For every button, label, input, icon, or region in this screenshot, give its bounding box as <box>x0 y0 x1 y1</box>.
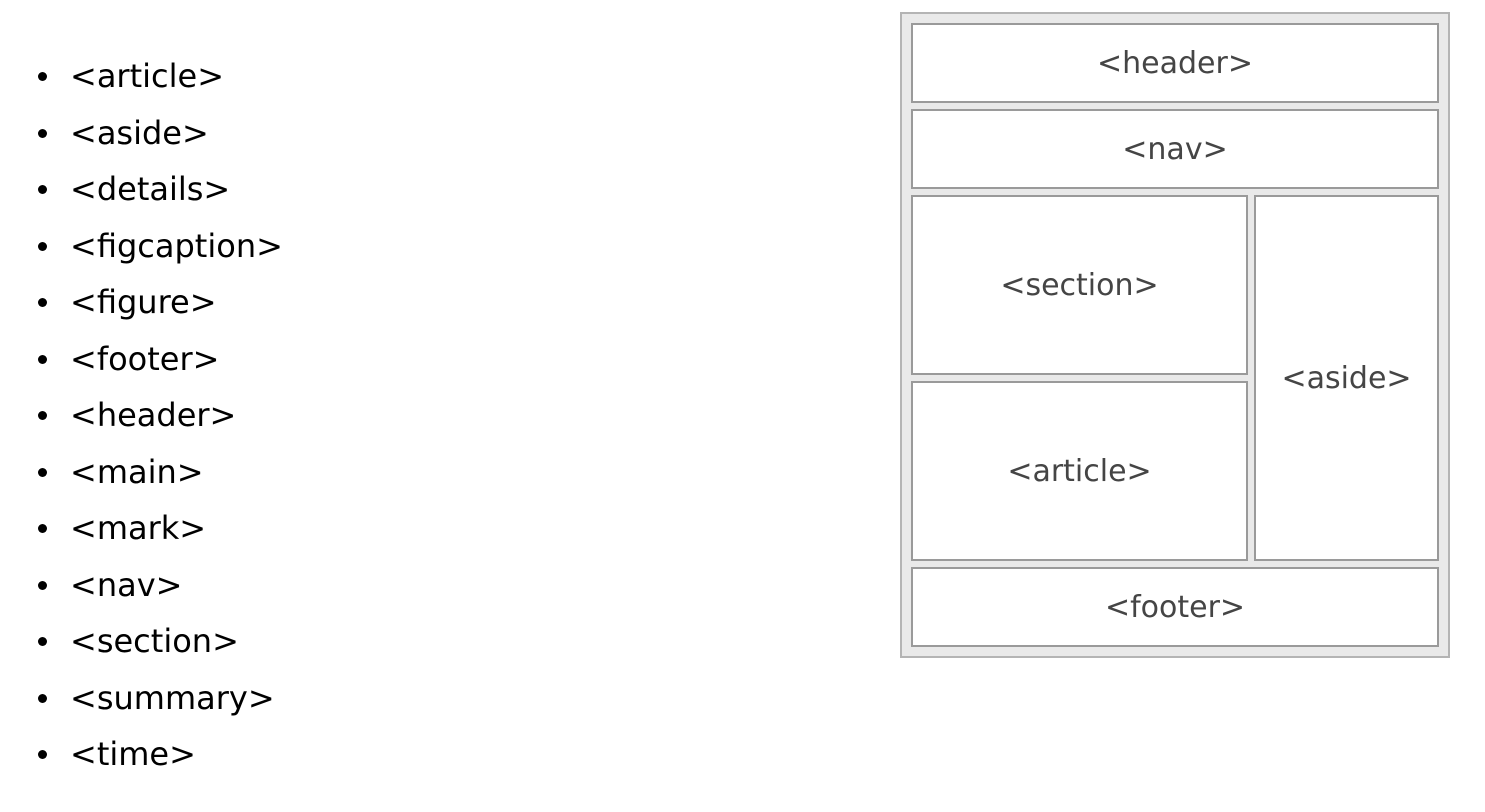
list-item: <article> <box>0 48 860 105</box>
list-item-label: <details> <box>70 170 231 208</box>
diagram-middle-row: <section> <article> <aside> <box>911 195 1439 561</box>
list-item: <header> <box>0 387 860 444</box>
list-item: <summary> <box>0 670 860 727</box>
page-layout-diagram: <header> <nav> <section> <article> <asid… <box>900 12 1450 658</box>
list-item-label: <figcaption> <box>70 226 283 265</box>
list-item-label: <header> <box>70 396 237 434</box>
list-item: <time> <box>0 726 860 783</box>
diagram-box-section: <section> <box>911 195 1248 375</box>
semantic-element-list: <article> <aside> <details> <figcaption>… <box>0 48 860 783</box>
bullet-icon <box>38 637 47 647</box>
bullet-icon <box>38 72 47 82</box>
list-item-label: <summary> <box>70 678 275 717</box>
bullet-icon <box>38 693 47 703</box>
list-item-label: <main> <box>70 452 204 491</box>
diagram-main-column: <section> <article> <box>911 195 1248 561</box>
diagram-box-footer: <footer> <box>911 567 1439 647</box>
bullet-icon <box>38 467 47 477</box>
list-item: <figcaption> <box>0 218 860 275</box>
list-item-label: <aside> <box>70 113 209 152</box>
list-item: <footer> <box>0 331 860 388</box>
list-item-label: <footer> <box>70 339 220 378</box>
list-item: <mark> <box>0 500 860 557</box>
bullet-icon <box>38 185 47 195</box>
list-item: <figure> <box>0 274 860 331</box>
list-item: <main> <box>0 444 860 501</box>
list-item-label: <section> <box>70 622 239 660</box>
bullet-icon <box>38 241 47 251</box>
diagram-box-nav: <nav> <box>911 109 1439 189</box>
bullet-icon <box>38 128 47 138</box>
bullet-icon <box>38 524 47 534</box>
list-item-label: <mark> <box>70 509 207 547</box>
bullet-icon <box>38 354 47 364</box>
bullet-icon <box>38 750 47 760</box>
list-item-label: <article> <box>70 57 224 95</box>
list-item: <nav> <box>0 557 860 614</box>
list-item-label: <nav> <box>70 565 183 604</box>
diagram-box-header: <header> <box>911 23 1439 103</box>
list-item-label: <time> <box>70 735 196 773</box>
diagram-box-aside: <aside> <box>1254 195 1439 561</box>
bullet-icon <box>38 298 47 308</box>
list-item: <details> <box>0 161 860 218</box>
bullet-icon <box>38 411 47 421</box>
list-item-label: <figure> <box>70 283 217 321</box>
list-item: <aside> <box>0 105 860 162</box>
diagram-box-article: <article> <box>911 381 1248 561</box>
bullet-icon <box>38 580 47 590</box>
list-item: <section> <box>0 613 860 670</box>
